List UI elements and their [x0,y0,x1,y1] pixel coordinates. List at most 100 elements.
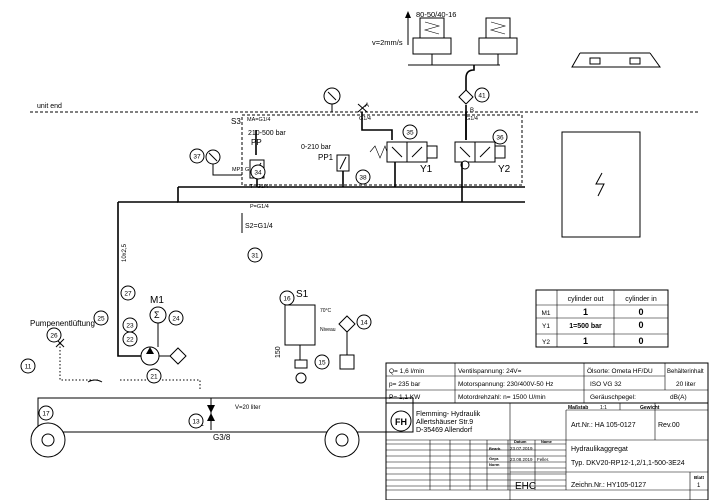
temp-label: 70°C [320,308,332,314]
pump-vent-label: Pumpenentlüftung [30,319,95,328]
callout-22: 22 [122,331,138,347]
callout-25: 25 [93,310,109,326]
callout-16: 16 [279,290,295,306]
callout-14: 14 [356,314,372,330]
table-header: cylinder out [568,296,604,303]
switch-s1-label: S1 [296,289,309,300]
svg-text:Name: Name [541,439,553,444]
machine-bed-icon [571,52,661,68]
thermo-switch [284,304,316,346]
svg-text:23.07.2019: 23.07.2019 [510,446,533,451]
svg-text:Bearb.: Bearb. [489,446,501,451]
port-b-thread: G1/4 [466,116,478,122]
oil-tank [37,397,414,433]
svg-text:ISO VG 32: ISO VG 32 [590,381,622,388]
range-pp: 210-500 bar [248,130,286,137]
svg-text:22: 22 [126,337,134,344]
svg-text:Maßstab: Maßstab [568,405,588,411]
callout-36: 36 [492,129,508,145]
level-label: Niveau [320,327,336,333]
svg-text:16: 16 [283,296,291,303]
svg-text:Q= 1,6 l/min: Q= 1,6 l/min [389,368,425,375]
valve-block-outline [241,114,523,186]
spec-block: Q= 1,6 l/min p= 235 bar P= 1,1 KW Ventil… [385,362,709,404]
table-cell: 0 [638,320,643,330]
callout-27: 27 [120,285,136,301]
table-cell: 1 [583,336,588,346]
height-label: 150 [275,346,282,358]
callout-31: 31 [247,247,263,263]
table-cell: M1 [541,310,550,317]
label-pp1: PP1 [318,153,334,162]
svg-text:26: 26 [50,333,58,340]
company-street: Allertshäuser Str.9 [416,419,473,426]
tank-volume: V=20 liter [235,405,261,411]
solenoid-y2: Y2 [498,164,511,175]
solenoid-y1: Y1 [420,164,433,175]
callout-38: 38 [355,169,371,185]
float-switch [295,372,307,384]
port-a-thread: G1/4 [359,116,371,122]
filter-symbol [458,89,474,105]
level-indicator [339,354,355,370]
company-name: Flemming- Hydraulik [416,411,481,418]
svg-text:34: 34 [254,170,262,177]
svg-text:36: 36 [496,135,504,142]
cylinder-left [408,17,500,66]
callout-26: 26 [46,327,62,343]
svg-text:11: 11 [25,364,32,371]
title-block: FH Flemming- Hydraulik Allertshäuser Str… [385,402,709,500]
svg-text:Behälterinhalt: Behälterinhalt [667,369,704,375]
drain-valve [207,398,215,430]
sheet-number: 1 [697,483,701,489]
port-s2: S2=G1/4 [245,223,273,230]
svg-text:Σ: Σ [154,310,160,320]
svg-text:1:1: 1:1 [600,405,607,411]
callout-41: 41 [474,87,490,103]
svg-text:Motorspannung: 230/400V-50 Hz: Motorspannung: 230/400V-50 Hz [458,381,553,388]
callout-34: 34 [250,164,266,180]
svg-text:p= 235 bar: p= 235 bar [389,381,421,388]
port-a: A [365,103,369,109]
callout-21: 21 [146,368,162,384]
svg-text:17: 17 [42,411,50,418]
svg-text:Datum: Datum [514,439,527,444]
svg-text:27: 27 [124,291,132,298]
svg-text:21: 21 [150,374,158,381]
drawing-name: Hydraulikaggregat [571,446,628,453]
svg-text:35: 35 [406,130,414,137]
callout-23: 23 [122,317,138,333]
table-cell: 0 [638,336,643,346]
table-cell: 1 [583,307,588,317]
ehc-label: EHC [515,481,536,492]
cylinder-right [478,17,518,65]
callout-37: 37 [189,148,205,164]
svg-text:Blatt: Blatt [694,475,705,480]
svg-text:Ventilspannung: 24V=: Ventilspannung: 24V= [458,368,522,375]
callout-11: 11 [20,358,36,374]
table-cell: 1=500 bar [569,323,602,330]
drawing-number: Zeichn.Nr.: HY105-0127 [571,482,646,489]
article-number: Art.Nr.: HA 105-0127 [571,422,636,429]
svg-text:Gepr.: Gepr. [489,456,499,461]
port-b: B [470,108,474,114]
svg-text:20 liter: 20 liter [676,381,696,388]
callout-24: 24 [168,310,184,326]
svg-text:Ölsorte: Ometa HF/DU: Ölsorte: Ometa HF/DU [587,367,653,375]
svg-text:31: 31 [251,253,259,260]
svg-text:14: 14 [360,320,368,327]
callout-35: 35 [402,124,418,140]
unit-type: Typ. DKV20-RP12-1,2/1,1-500-3E24 [571,460,685,467]
svg-text:13: 13 [192,419,200,426]
filler-breather [338,315,356,333]
table-cell: 0 [638,307,643,317]
svg-text:Feller.: Feller. [537,457,549,462]
callout-13: 13 [188,413,204,429]
table-cell: Y1 [542,323,550,330]
svg-text:Gewicht: Gewicht [640,405,660,411]
svg-text:dB(A): dB(A) [670,394,687,401]
suction-filter [169,347,187,365]
